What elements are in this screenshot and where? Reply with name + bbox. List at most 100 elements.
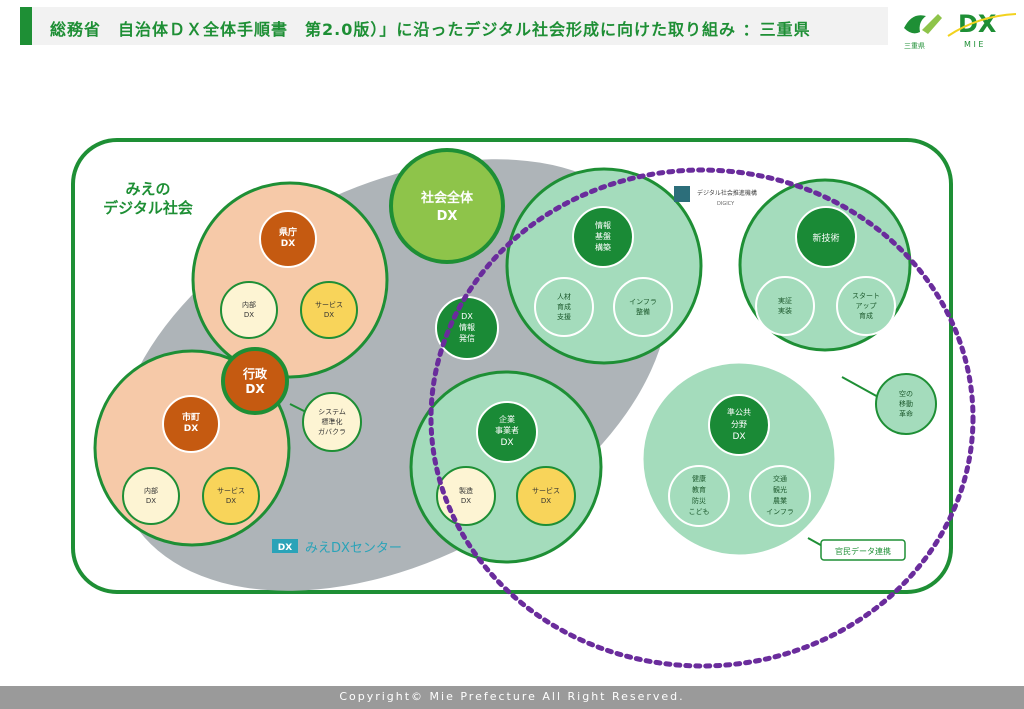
dx-transmit-label-1: DX [461, 312, 473, 321]
page-title: 総務省 自治体ＤＸ全体手順書 第2.0版）」に沿ったデジタル社会形成に向けた取り… [50, 20, 811, 39]
info-infra-node [572, 206, 634, 268]
copyright-text: Copyright© Mie Prefecture All Right Rese… [339, 690, 685, 703]
mie-logo-text: 三重県 [904, 42, 925, 50]
health-education-node [668, 465, 730, 527]
dx-center-icon [272, 539, 298, 553]
prefecture-dx-label-1: 県庁 [279, 226, 297, 238]
public-dx-label-2: 分野 [731, 420, 747, 429]
transport-label-3: 農業 [773, 496, 787, 505]
company-dx-label-3: DX [500, 438, 513, 448]
society-dx-node [389, 148, 505, 264]
transport-tourism-node [749, 465, 811, 527]
admin-dx-node [221, 347, 289, 415]
outer-label-line2: デジタル社会 [103, 199, 193, 217]
municipal-internal-label-2: DX [146, 497, 156, 505]
startup-label-3: 育成 [859, 311, 873, 320]
transport-label-4: インフラ [766, 508, 794, 516]
public-dx-circle [640, 360, 838, 558]
company-service-dx-node [516, 466, 576, 526]
system-standardization-bubble [302, 392, 362, 452]
hr-support-label-3: 支援 [557, 312, 571, 321]
prefecture-dx-node [259, 210, 317, 268]
logo-area: 三重県 DX M I E [898, 6, 1018, 50]
public-private-data-label: 官民データ連携 [835, 546, 891, 556]
prefecture-service-node [300, 281, 358, 339]
admin-dx-label-2: DX [245, 382, 265, 396]
dx-center-icon-text: DX [278, 543, 292, 553]
municipal-service-label-1: サービス [217, 486, 245, 495]
company-service-dx-label-2: DX [541, 497, 551, 505]
purple-dotted-boundary [428, 167, 976, 669]
infra-label-2: 整備 [636, 307, 650, 316]
dx-logo-text: DX [958, 10, 997, 38]
prefecture-dx-label-2: DX [281, 239, 295, 249]
infra-label-1: インフラ [629, 298, 657, 306]
transport-label-2: 観光 [773, 485, 787, 494]
infra-node [613, 277, 673, 337]
company-dx-node [476, 401, 538, 463]
hr-support-label-2: 育成 [557, 302, 571, 311]
new-tech-node [795, 206, 857, 268]
transport-label-1: 交通 [773, 474, 787, 483]
mie-dx-center-label: みえDXセンター [305, 541, 402, 556]
dx-transmit-label-2: 情報 [459, 322, 475, 332]
header-bar: 総務省 自治体ＤＸ全体手順書 第2.0版）」に沿ったデジタル社会形成に向けた取り… [20, 7, 888, 45]
mie-prefecture-logo-icon [904, 14, 942, 34]
demo-label-2: 実装 [778, 306, 792, 315]
dx-logo-sub: M I E [964, 40, 983, 49]
company-service-dx-label-1: サービス [532, 486, 560, 495]
prefecture-internal-label-1: 内部 [242, 300, 256, 309]
building-icon [674, 186, 690, 202]
prefecture-service-label-1: サービス [315, 300, 343, 309]
info-infra-label-2: 基盤 [595, 231, 611, 241]
digital-agency-sub: DIGICY [717, 201, 735, 207]
health-label-3: 防災 [692, 496, 706, 505]
startup-label-1: スタート [852, 291, 880, 300]
demo-node [755, 276, 815, 336]
digital-agency-label: デジタル社会推進機構 [697, 189, 757, 197]
digital-society-diagram: みえの デジタル社会 県庁 DX 内部 DX サービス DX 市町 DX 内部 … [71, 138, 976, 669]
air-mobility-label-3: 革命 [899, 409, 913, 418]
new-tech-label: 新技術 [812, 232, 839, 244]
prefecture-internal-label-2: DX [244, 311, 254, 319]
public-dx-label-3: DX [732, 432, 745, 442]
society-dx-label-2: DX [437, 209, 458, 224]
municipal-service-label-2: DX [226, 497, 236, 505]
startup-node [836, 276, 896, 336]
air-mobility-label-2: 移動 [899, 399, 913, 408]
company-dx-circle [409, 370, 603, 564]
manufacturing-dx-label-1: 製造 [459, 486, 473, 495]
society-dx-label-1: 社会全体 [420, 190, 474, 206]
digital-agency-badge: デジタル社会推進機構 DIGICY [674, 186, 757, 207]
municipal-service-node [202, 467, 260, 525]
public-private-data-box [820, 539, 906, 561]
prefecture-service-label-2: DX [324, 311, 334, 319]
footer-bar: Copyright© Mie Prefecture All Right Rese… [0, 686, 1024, 709]
municipal-dx-label-2: DX [184, 424, 198, 434]
outer-label-line1: みえの [125, 180, 170, 198]
health-label-1: 健康 [692, 474, 706, 483]
info-infra-label-3: 構築 [595, 242, 611, 252]
dx-transmit-label-3: 発信 [459, 333, 475, 343]
dx-mie-logo-icon: DX M I E [947, 10, 1017, 49]
municipal-internal-label-1: 内部 [144, 486, 158, 495]
admin-dx-label-1: 行政 [242, 366, 268, 381]
municipal-internal-node [122, 467, 180, 525]
prefecture-internal-node [220, 281, 278, 339]
hr-support-label-1: 人材 [557, 292, 571, 301]
public-dx-label-1: 準公共 [727, 407, 751, 417]
company-dx-label-1: 企業 [499, 414, 515, 424]
air-mobility-label-1: 空の [899, 389, 913, 398]
startup-label-2: アップ [856, 302, 877, 310]
health-label-4: こども [689, 508, 710, 516]
hr-support-node [534, 277, 594, 337]
public-dx-node [708, 394, 770, 456]
info-infra-label-1: 情報 [595, 220, 611, 230]
health-label-2: 教育 [692, 485, 706, 494]
municipal-dx-label-1: 市町 [182, 411, 200, 423]
air-mobility-bubble [875, 373, 937, 435]
system-bubble-label-1: システム [318, 408, 346, 416]
demo-label-1: 実証 [778, 296, 792, 305]
company-dx-label-2: 事業者 [495, 425, 519, 435]
system-bubble-label-3: ガバクラ [318, 427, 346, 436]
